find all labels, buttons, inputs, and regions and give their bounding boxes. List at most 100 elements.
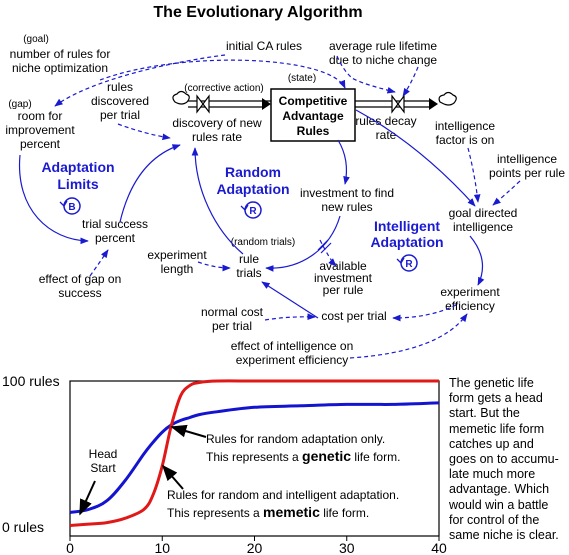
chart: 0 10 20 30 40 0 rules 100 rules Head Start Rul… bbox=[2, 373, 447, 555]
node-rule-trials: rule bbox=[239, 252, 259, 266]
svg-text:improvement: improvement bbox=[5, 123, 75, 137]
svg-text:per trial: per trial bbox=[100, 108, 140, 122]
svg-text:efficiency: efficiency bbox=[445, 299, 495, 313]
tag-goal: (goal) bbox=[23, 34, 49, 45]
node-cost-per-trial: cost per trial bbox=[321, 309, 386, 323]
svg-text:rate: rate bbox=[376, 128, 397, 142]
annotation-genetic-line1: Rules for random adaptation only. bbox=[206, 432, 385, 446]
loop-adaptation-limits-icon: B bbox=[59, 197, 81, 215]
stock-label-2: Advantage bbox=[282, 109, 344, 123]
annotation-memetic-line2: This represents a memetic life form. bbox=[167, 504, 369, 520]
node-trial-success: trial success bbox=[82, 217, 148, 231]
svg-text:success: success bbox=[58, 286, 101, 300]
x-tick-label: 30 bbox=[339, 540, 355, 555]
side-line: memetic life form bbox=[449, 421, 545, 436]
svg-text:length: length bbox=[161, 262, 194, 276]
inflow-pipe bbox=[172, 90, 271, 114]
loop-random-adaptation-icon: R bbox=[240, 201, 262, 219]
svg-text:Adaptation: Adaptation bbox=[370, 234, 443, 250]
causal-links bbox=[18, 54, 521, 359]
y-tick-label: 0 rules bbox=[2, 519, 44, 535]
tag-gap: (gap) bbox=[8, 99, 31, 110]
loop-adaptation-limits-label: Adaptation bbox=[41, 159, 114, 175]
node-average-rule-lifetime: average rule lifetime bbox=[329, 39, 437, 53]
annotation-genetic-line2: This represents a genetic life form. bbox=[206, 448, 400, 464]
svg-text:Limits: Limits bbox=[57, 176, 98, 192]
side-line: start. But the bbox=[449, 406, 520, 421]
svg-text:points per rule: points per rule bbox=[489, 166, 565, 180]
stock-label-3: Rules bbox=[297, 124, 330, 138]
node-rules-discovered: rules bbox=[107, 80, 133, 94]
side-line: catches up and bbox=[449, 436, 534, 451]
x-tick-label: 20 bbox=[247, 540, 263, 555]
sink-cloud-icon bbox=[438, 91, 457, 106]
y-tick-label: 100 rules bbox=[2, 373, 60, 389]
node-intelligence-factor: intelligence bbox=[435, 119, 495, 133]
svg-text:per rule: per rule bbox=[323, 283, 364, 297]
node-initial-ca-rules: initial CA rules bbox=[226, 39, 302, 53]
svg-text:factor is on: factor is on bbox=[436, 133, 495, 147]
node-number-of-rules: number of rules for bbox=[10, 47, 111, 61]
tag-corrective-action: (corrective action) bbox=[184, 83, 263, 94]
side-line: late much more bbox=[449, 467, 536, 482]
stock-box bbox=[270, 88, 356, 142]
side-line: The genetic life bbox=[449, 376, 534, 390]
svg-text:discovered: discovered bbox=[91, 94, 149, 108]
outflow-valve-icon bbox=[391, 94, 405, 114]
node-room-for-improvement: room for bbox=[18, 109, 63, 123]
annotation-memetic-line1: Rules for random and intelligent adaptat… bbox=[167, 488, 399, 502]
svg-text:trials: trials bbox=[236, 266, 261, 280]
inflow-valve-icon bbox=[196, 94, 210, 114]
svg-text:R: R bbox=[249, 206, 257, 217]
node-goal-directed: goal directed bbox=[449, 206, 518, 220]
svg-text:Adaptation: Adaptation bbox=[216, 181, 289, 197]
x-tick-label: 40 bbox=[431, 540, 447, 555]
node-discovery-rate: discovery of new bbox=[172, 116, 262, 130]
svg-text:niche optimization: niche optimization bbox=[12, 61, 108, 75]
tag-state: (state) bbox=[288, 73, 316, 84]
stock-label-1: Competitive bbox=[279, 94, 348, 108]
side-line: same niche is clear. bbox=[449, 528, 559, 543]
loop-intelligent-adaptation-label: Intelligent bbox=[374, 218, 440, 234]
svg-text:intelligence: intelligence bbox=[453, 220, 513, 234]
svg-text:new rules: new rules bbox=[321, 200, 372, 214]
node-intelligence-points: intelligence bbox=[497, 152, 557, 166]
annotation-head-start: Head bbox=[89, 447, 118, 461]
outflow-pipe bbox=[355, 91, 457, 114]
loop-intelligent-adaptation-icon: R bbox=[396, 254, 418, 272]
side-line: for control of the bbox=[449, 512, 540, 527]
node-investment: investment to find bbox=[300, 186, 394, 200]
side-line: would win a battle bbox=[449, 497, 549, 512]
side-commentary: The genetic life form gets a head start.… bbox=[449, 376, 569, 543]
chart-series bbox=[69, 379, 440, 527]
x-tick-label: 0 bbox=[66, 540, 74, 555]
node-experiment-length: experiment bbox=[147, 248, 207, 262]
svg-text:R: R bbox=[405, 259, 413, 270]
tag-random-trials: (random trials) bbox=[231, 237, 295, 248]
x-tick-label: 10 bbox=[154, 540, 170, 555]
node-effect-of-gap: effect of gap on bbox=[39, 272, 122, 286]
source-cloud-icon bbox=[172, 90, 190, 105]
page-title: The Evolutionary Algorithm bbox=[153, 4, 362, 21]
loop-random-adaptation-label: Random bbox=[225, 164, 281, 180]
chart-ticks: 0 10 20 30 40 0 rules 100 rules bbox=[2, 373, 447, 555]
node-experiment-efficiency: experiment bbox=[440, 285, 500, 299]
side-line: advantage. Which bbox=[449, 482, 550, 497]
svg-text:B: B bbox=[68, 202, 75, 213]
svg-text:rules rate: rules rate bbox=[192, 130, 242, 144]
node-effect-of-intelligence: effect of intelligence on bbox=[231, 339, 354, 353]
svg-text:per trial: per trial bbox=[212, 319, 252, 333]
svg-text:Start: Start bbox=[90, 461, 116, 475]
series-line-random bbox=[69, 401, 440, 514]
svg-text:investment: investment bbox=[314, 271, 373, 285]
side-line: form gets a head bbox=[449, 391, 543, 406]
node-normal-cost: normal cost bbox=[201, 305, 264, 319]
svg-text:percent: percent bbox=[95, 231, 136, 245]
svg-text:experiment efficiency: experiment efficiency bbox=[236, 353, 349, 367]
node-rules-decay-rate: rules decay bbox=[355, 114, 416, 128]
series-line-memetic bbox=[69, 379, 439, 527]
side-line: goes on to accumu- bbox=[449, 452, 559, 467]
svg-text:due to niche change: due to niche change bbox=[329, 53, 437, 67]
